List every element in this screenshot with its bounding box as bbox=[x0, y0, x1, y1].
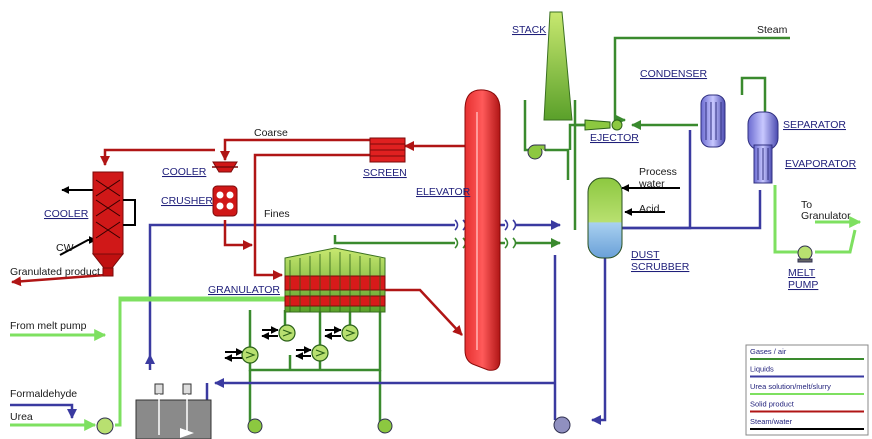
condenser bbox=[700, 94, 726, 148]
label-process-water-1: Process bbox=[639, 166, 677, 178]
legend-label: Steam/water bbox=[750, 417, 793, 426]
label-fines: Fines bbox=[264, 208, 290, 220]
label-screen: SCREEN bbox=[363, 167, 407, 179]
separator-evaporator bbox=[747, 111, 779, 184]
label-crusher: CRUSHER bbox=[161, 195, 213, 207]
stack bbox=[543, 11, 573, 121]
label-from-melt-pump: From melt pump bbox=[10, 320, 87, 332]
pumps bbox=[96, 144, 813, 435]
air-fan-right bbox=[377, 418, 393, 434]
label-cooler-left: COOLER bbox=[44, 208, 89, 220]
label-stack: STACK bbox=[512, 24, 546, 36]
mixing-tank bbox=[135, 383, 212, 439]
label-ejector: EJECTOR bbox=[590, 132, 639, 144]
air-fan-left bbox=[247, 418, 263, 434]
solid-lines bbox=[11, 138, 468, 336]
melt-pump bbox=[797, 245, 813, 263]
label-condenser: CONDENSER bbox=[640, 68, 708, 80]
label-cw: CW bbox=[56, 242, 74, 254]
ejector bbox=[584, 119, 623, 131]
legend-label: Solid product bbox=[750, 400, 795, 409]
crusher bbox=[212, 185, 238, 217]
label-formaldehyde: Formaldehyde bbox=[10, 388, 77, 400]
label-coarse: Coarse bbox=[254, 127, 288, 139]
label-dust-scrubber-1: DUST bbox=[631, 249, 660, 261]
urea-pump bbox=[96, 417, 114, 435]
label-elevator: ELEVATOR bbox=[416, 186, 471, 198]
label-process-water-2: water bbox=[638, 178, 665, 190]
label-cooler-top: COOLER bbox=[162, 166, 207, 178]
label-granulated-product: Granulated product bbox=[10, 266, 100, 278]
label-to-granulator-1: To bbox=[801, 199, 812, 211]
label-urea: Urea bbox=[10, 411, 33, 423]
cooler-left bbox=[91, 171, 136, 277]
legend-label: Liquids bbox=[750, 365, 774, 374]
label-separator: SEPARATOR bbox=[783, 119, 846, 131]
label-dust-scrubber-2: SCRUBBER bbox=[631, 261, 690, 273]
labels: STACK Steam CONDENSER EJECTOR SEPARATOR … bbox=[10, 24, 857, 423]
legend-label: Gases / air bbox=[750, 347, 787, 356]
cooler-top bbox=[212, 161, 238, 173]
label-evaporator: EVAPORATOR bbox=[785, 158, 857, 170]
gas-lines bbox=[248, 36, 790, 425]
granulator bbox=[284, 247, 386, 313]
melt-lines bbox=[10, 185, 862, 431]
elevator bbox=[464, 89, 501, 371]
dust-scrubber bbox=[587, 177, 623, 259]
label-steam: Steam bbox=[757, 24, 788, 36]
label-granulator: GRANULATOR bbox=[208, 284, 280, 296]
label-acid: Acid bbox=[639, 203, 660, 215]
label-to-granulator-2: Granulator bbox=[801, 210, 851, 222]
screen bbox=[369, 137, 406, 163]
label-melt-pump-2: PUMP bbox=[788, 279, 818, 291]
air-heaters bbox=[241, 324, 359, 364]
label-melt-pump-1: MELT bbox=[788, 267, 816, 279]
scrubber-pump bbox=[553, 416, 571, 434]
legend-label: Urea solution/melt/slurry bbox=[750, 382, 831, 391]
fan-stack bbox=[527, 144, 546, 160]
